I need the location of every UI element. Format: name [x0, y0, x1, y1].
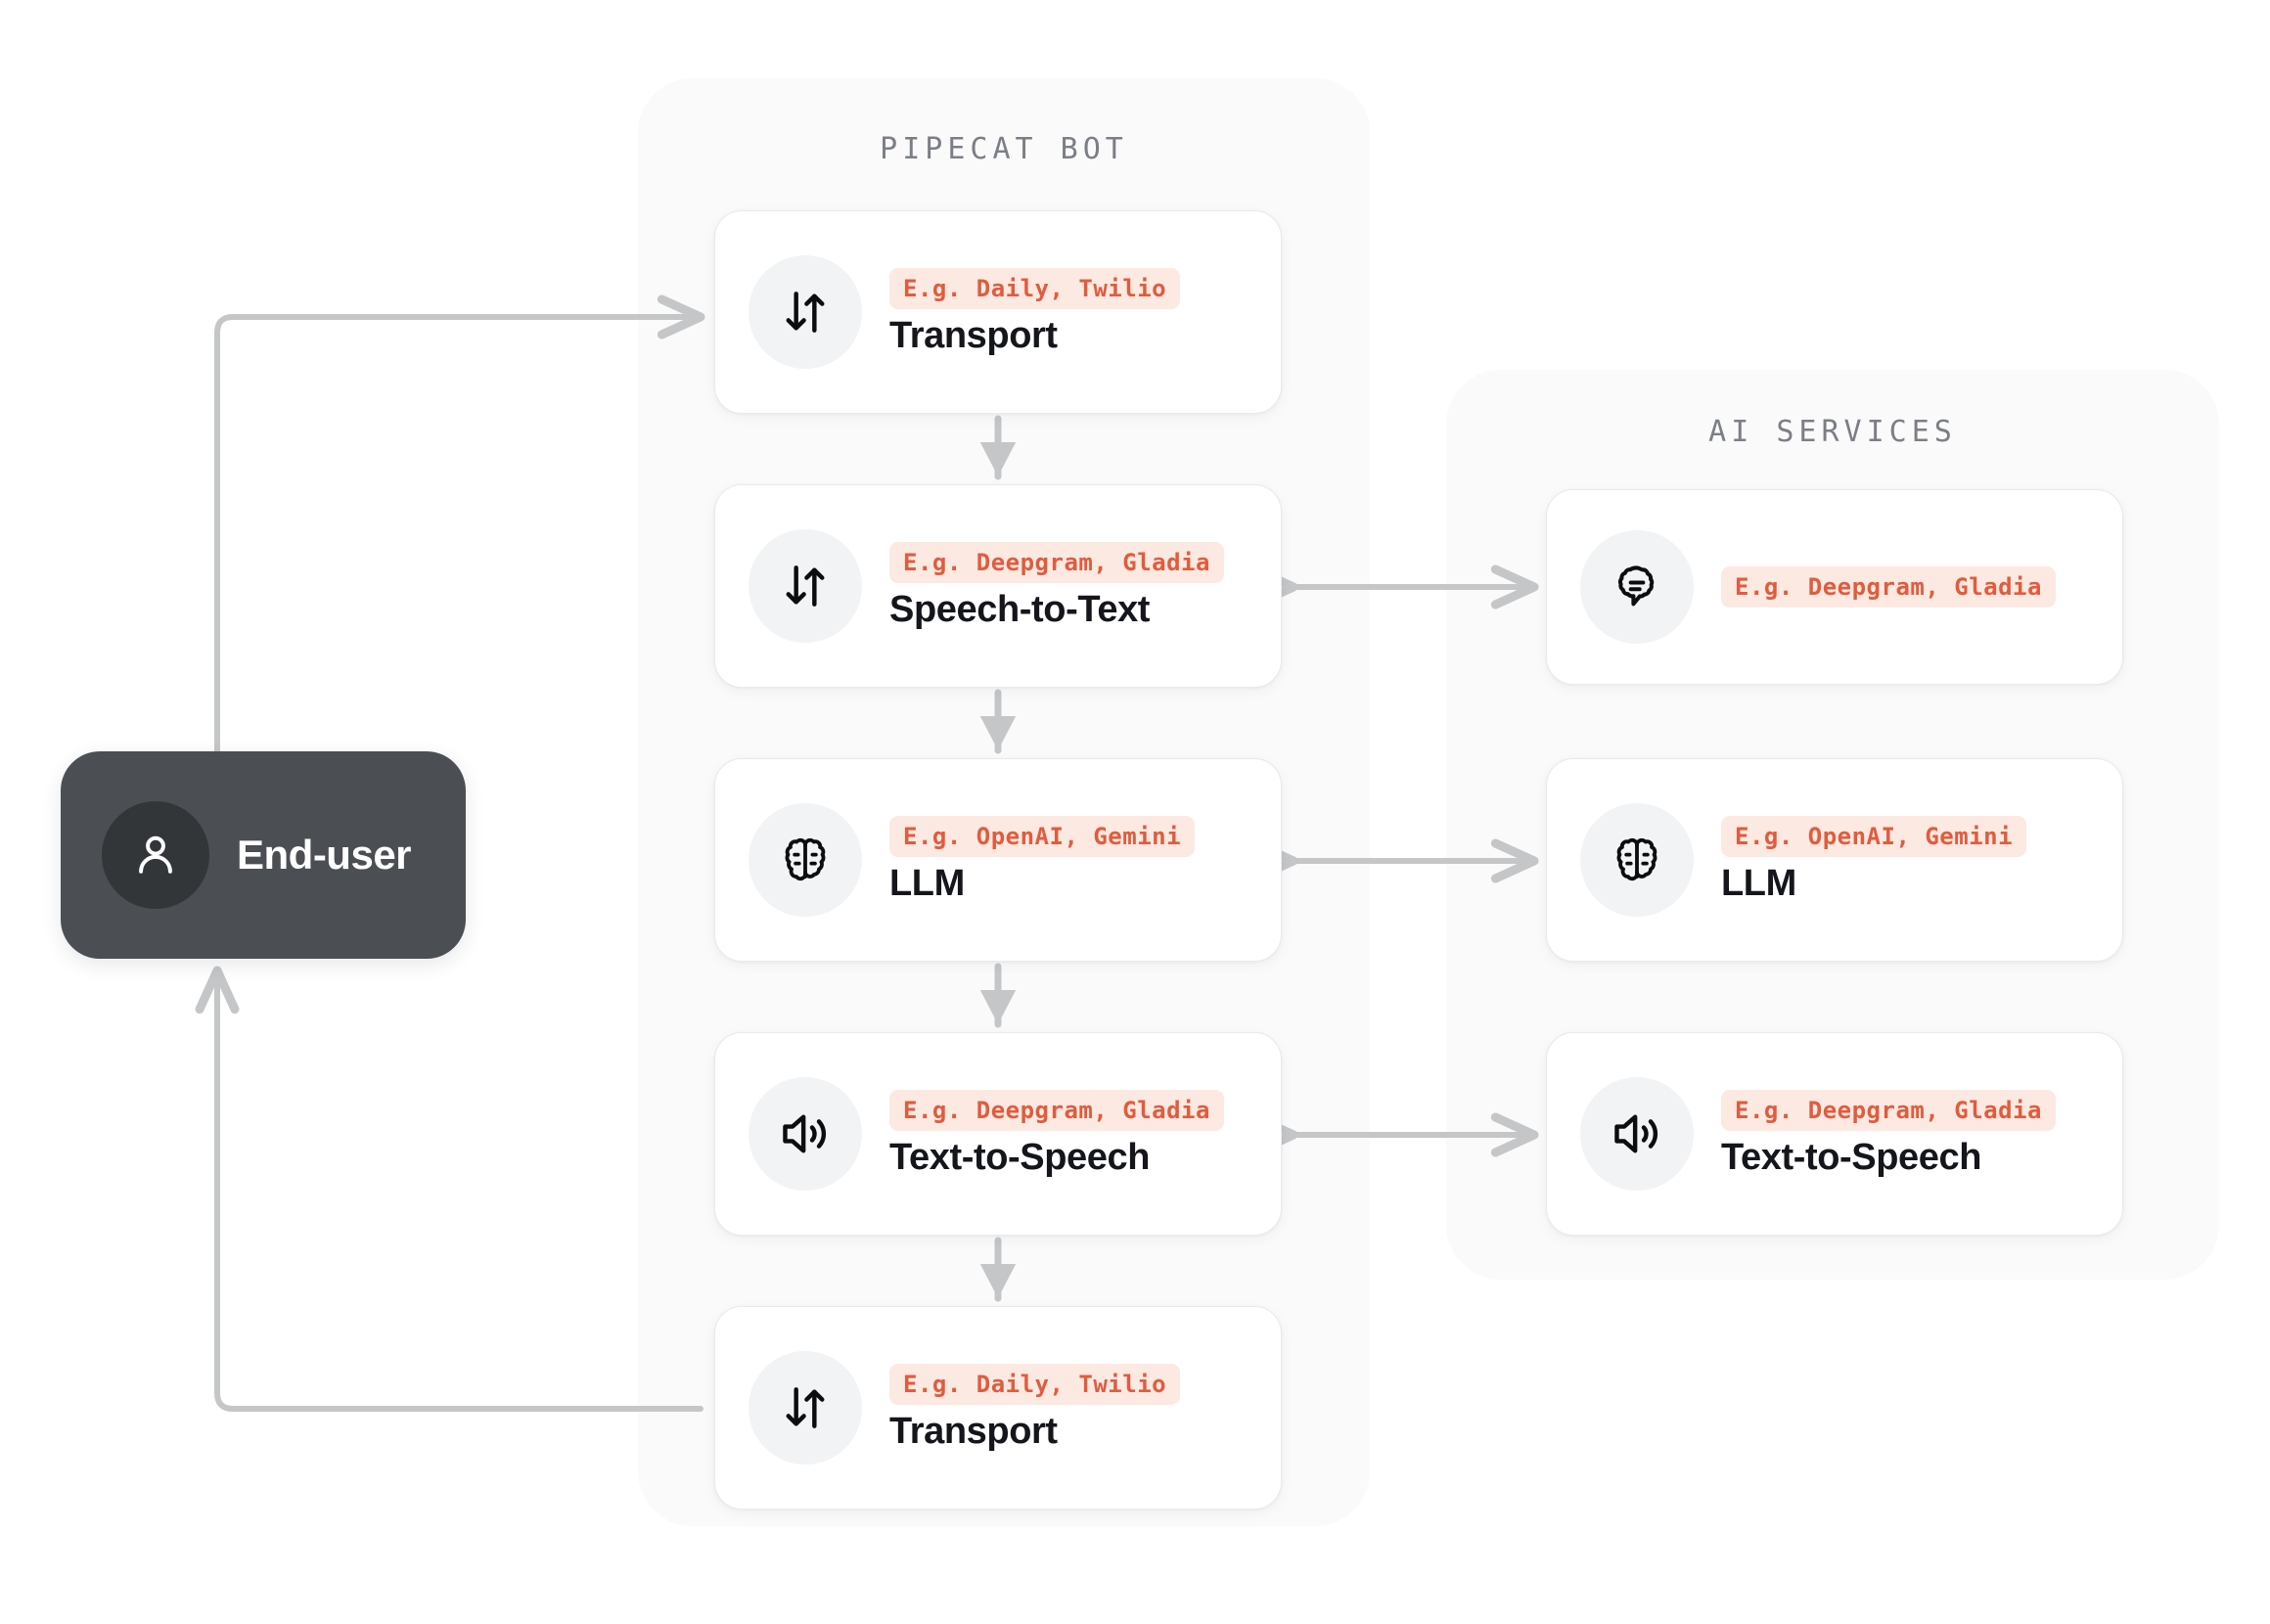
wire-enduser-to-transport-in [214, 294, 705, 754]
transfer-down-up-icon [749, 255, 862, 369]
card-badge: E.g. Deepgram, Gladia [889, 1089, 1224, 1131]
ai-card-llm[interactable]: E.g. OpenAI, Gemini LLM [1546, 758, 2123, 962]
card-badge: E.g. Daily, Twilio [889, 267, 1181, 309]
transfer-down-up-icon [749, 1351, 862, 1465]
card-badge: E.g. Daily, Twilio [889, 1363, 1181, 1405]
speaker-wave-icon [749, 1077, 862, 1191]
speech-bubble-lines-icon [1580, 530, 1694, 644]
brain-icon [749, 803, 862, 917]
card-badge: E.g. Deepgram, Gladia [889, 541, 1224, 583]
card-title: Speech-to-Text [889, 588, 1151, 630]
ai-services-panel-title: AI SERVICES [1708, 415, 1957, 449]
card-text-to-speech[interactable]: E.g. Deepgram, Gladia Text-to-Speech [714, 1032, 1282, 1236]
card-transport-in[interactable]: E.g. Daily, Twilio Transport [714, 210, 1282, 414]
ai-card-speech-to-text[interactable]: E.g. Deepgram, Gladia [1546, 489, 2123, 685]
end-user-label: End-user [237, 832, 412, 878]
speaker-wave-icon [1580, 1077, 1694, 1191]
person-icon [102, 801, 209, 909]
card-transport-out[interactable]: E.g. Daily, Twilio Transport [714, 1306, 1282, 1510]
card-title: LLM [889, 862, 965, 904]
transfer-down-up-icon [749, 529, 862, 643]
brain-icon [1580, 803, 1694, 917]
card-badge: E.g. Deepgram, Gladia [1721, 1089, 2056, 1131]
card-title: Text-to-Speech [1721, 1136, 1982, 1178]
ai-card-text-to-speech[interactable]: E.g. Deepgram, Gladia Text-to-Speech [1546, 1032, 2123, 1236]
card-speech-to-text[interactable]: E.g. Deepgram, Gladia Speech-to-Text [714, 484, 1282, 688]
card-badge: E.g. OpenAI, Gemini [1721, 815, 2027, 857]
card-title: Transport [889, 1410, 1058, 1452]
card-title: Transport [889, 314, 1058, 356]
card-title: LLM [1721, 862, 1796, 904]
card-badge: E.g. Deepgram, Gladia [1721, 566, 2056, 608]
card-title: Text-to-Speech [889, 1136, 1151, 1178]
card-badge: E.g. OpenAI, Gemini [889, 815, 1196, 857]
end-user-node[interactable]: End-user [61, 751, 466, 959]
card-llm[interactable]: E.g. OpenAI, Gemini LLM [714, 758, 1282, 962]
pipecat-bot-panel-title: PIPECAT BOT [880, 132, 1128, 166]
wire-transport-out-to-enduser [195, 966, 704, 1412]
